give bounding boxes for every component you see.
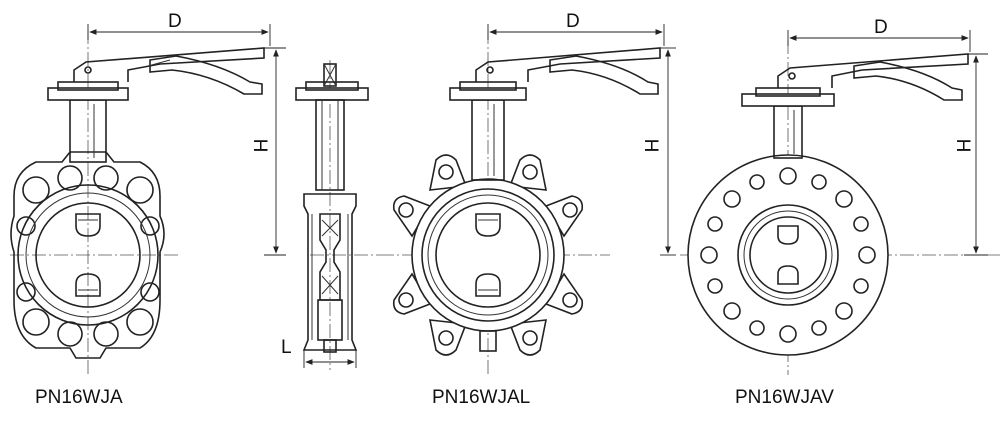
model-caption-pn16wjav: PN16WJAV — [735, 387, 834, 408]
dimension-d-label: D — [874, 17, 888, 38]
view-pn16wja — [10, 30, 265, 375]
view-pn16wjal — [380, 30, 661, 375]
dimension-h-label: H — [642, 138, 664, 153]
flange-bolt-holes — [700, 167, 876, 343]
model-caption-pn16wja: PN16WJA — [35, 387, 123, 408]
view-side — [295, 60, 380, 370]
dimension-lines — [87, 24, 988, 256]
dimension-d-label: D — [168, 11, 182, 32]
wafer-body-outline — [10, 151, 165, 359]
lever-handle — [475, 47, 661, 95]
model-caption-pn16wjal: PN16WJAL — [432, 387, 531, 408]
dimension-h-label: H — [251, 138, 273, 153]
lever-handle — [777, 53, 969, 101]
dimension-h-label: H — [954, 138, 976, 153]
dimension-d-label: D — [566, 11, 580, 32]
lever-handle — [73, 47, 265, 95]
lugs — [392, 154, 584, 356]
view-pn16wjav — [680, 40, 1000, 375]
dimension-l-label: L — [281, 337, 292, 358]
bolt-holes — [16, 165, 160, 347]
